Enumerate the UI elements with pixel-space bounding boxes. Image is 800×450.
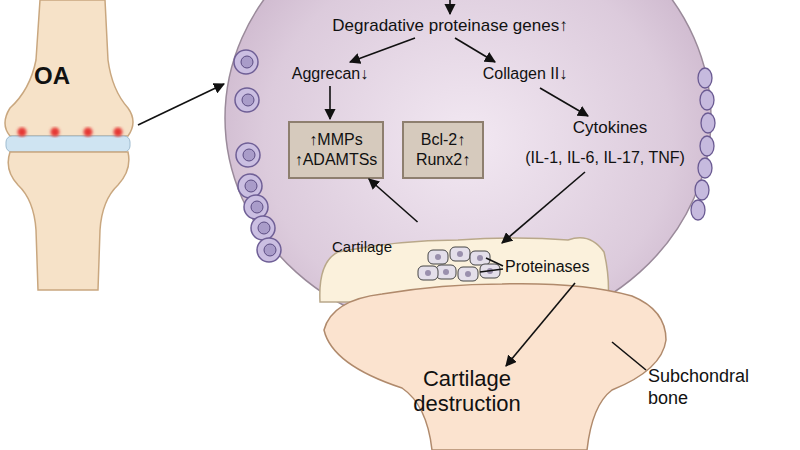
chondrocyte-nucleus xyxy=(443,269,449,275)
annotation-text: Collagen II↓ xyxy=(465,64,585,83)
chondrocyte xyxy=(436,265,456,279)
leader-line xyxy=(480,269,503,272)
flow-arrow xyxy=(502,172,585,243)
node-text: Cartilage destruction xyxy=(372,366,562,417)
chondrocyte xyxy=(480,264,500,278)
annotation-text: Cytokines xyxy=(555,118,665,138)
node-text: Bcl-2↑ Runx2↑ xyxy=(408,130,478,170)
chondrocyte-nucleus xyxy=(457,251,463,257)
node-text: ↑MMPs ↑ADAMTSs xyxy=(294,130,378,170)
synovial-cells-left xyxy=(234,50,281,262)
leader-line xyxy=(612,342,646,370)
chondrocyte-nucleus xyxy=(435,254,441,260)
synovial-cells-right xyxy=(691,68,715,220)
bone-outline xyxy=(324,284,666,450)
flow-arrow xyxy=(506,283,575,366)
bone-shape xyxy=(322,280,668,450)
annotation-text: Aggrecan↓ xyxy=(275,64,385,83)
flow-arrow xyxy=(329,86,331,119)
annotation-text: Degradative proteinase genes↑ xyxy=(290,16,610,36)
synovial-cell-nuclei xyxy=(241,56,276,256)
chondrocyte-nucleus xyxy=(465,271,471,277)
process-box: Bcl-2↑ Runx2↑ xyxy=(402,121,484,179)
annotation-text: Proteinases xyxy=(505,257,615,276)
flow-arrow xyxy=(540,88,588,116)
connector-arrow xyxy=(369,179,418,222)
annotation-text: Subchondral bone xyxy=(648,366,758,409)
process-box: ↑MMPs ↑ADAMTSs xyxy=(288,121,384,179)
leader-line xyxy=(486,258,503,266)
chondrocyte-nucleus xyxy=(425,270,431,276)
flow-arrow xyxy=(350,38,415,62)
tibia-illustration xyxy=(8,152,129,290)
chondrocyte xyxy=(458,267,478,281)
flow-arrow xyxy=(449,0,451,14)
lesion-dots xyxy=(18,128,123,137)
chondrocyte xyxy=(418,266,438,280)
flow-arrow xyxy=(455,38,495,62)
bone-region: Cartilage destruction xyxy=(322,280,668,450)
femur-illustration xyxy=(5,0,133,136)
chondrocyte-nucleus xyxy=(477,255,483,261)
knee-label: OA xyxy=(22,62,82,91)
chondrocyte xyxy=(450,247,470,261)
layout-arrows xyxy=(138,0,646,370)
joint-cartilage-band xyxy=(6,136,130,152)
annotation-text: (IL-1, IL-6, IL-17, TNF) xyxy=(500,148,710,167)
chondrocyte-nucleus xyxy=(487,268,493,274)
zoom-arrow xyxy=(138,84,224,125)
node-text: Cartilage xyxy=(332,238,392,255)
chondrocyte xyxy=(428,250,448,264)
chondrocyte xyxy=(470,251,490,265)
